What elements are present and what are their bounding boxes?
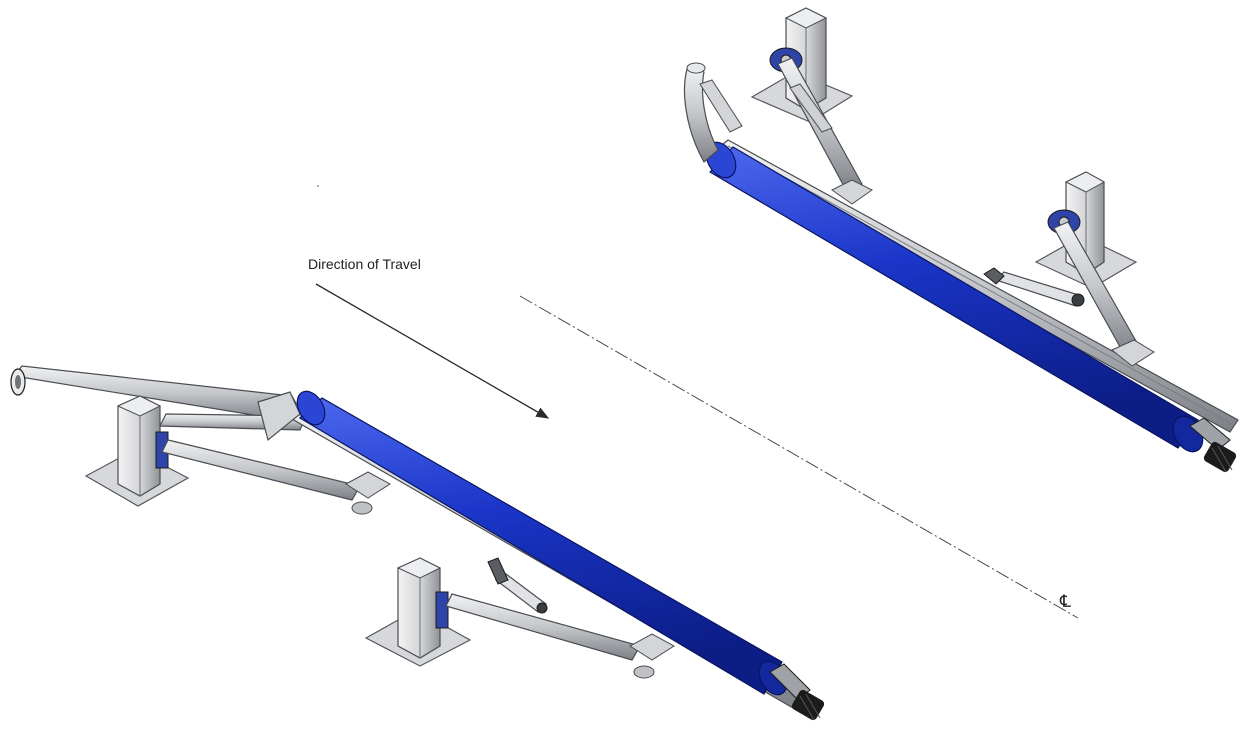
right-hydraulic-cylinder: [983, 267, 1085, 307]
left-top-arm-lower: [161, 439, 361, 501]
right-assembly: [683, 7, 1239, 473]
direction-arrow: [315, 283, 550, 419]
right-roller: [705, 141, 1204, 453]
left-bracket-1: [345, 471, 391, 499]
right-bracket-1: [831, 179, 873, 205]
left-mid-post: [396, 557, 442, 659]
left-end-fitting: [769, 663, 825, 721]
centerline: [519, 295, 1079, 619]
centerline-symbol: ℄: [1060, 592, 1071, 612]
left-assembly: [10, 365, 825, 721]
right-inlet-pipe: [683, 65, 719, 163]
right-bracket-2: [1111, 339, 1155, 367]
left-bracket-2: [629, 633, 675, 661]
left-mid-bearing: [435, 591, 449, 629]
left-top-post: [116, 395, 162, 497]
right-end-fitting: [1189, 417, 1237, 473]
left-hydraulic-cylinder: [487, 557, 548, 614]
direction-of-travel-label: Direction of Travel: [308, 256, 421, 272]
left-roller: [296, 390, 788, 696]
right-top-arm-brace: [789, 83, 833, 133]
